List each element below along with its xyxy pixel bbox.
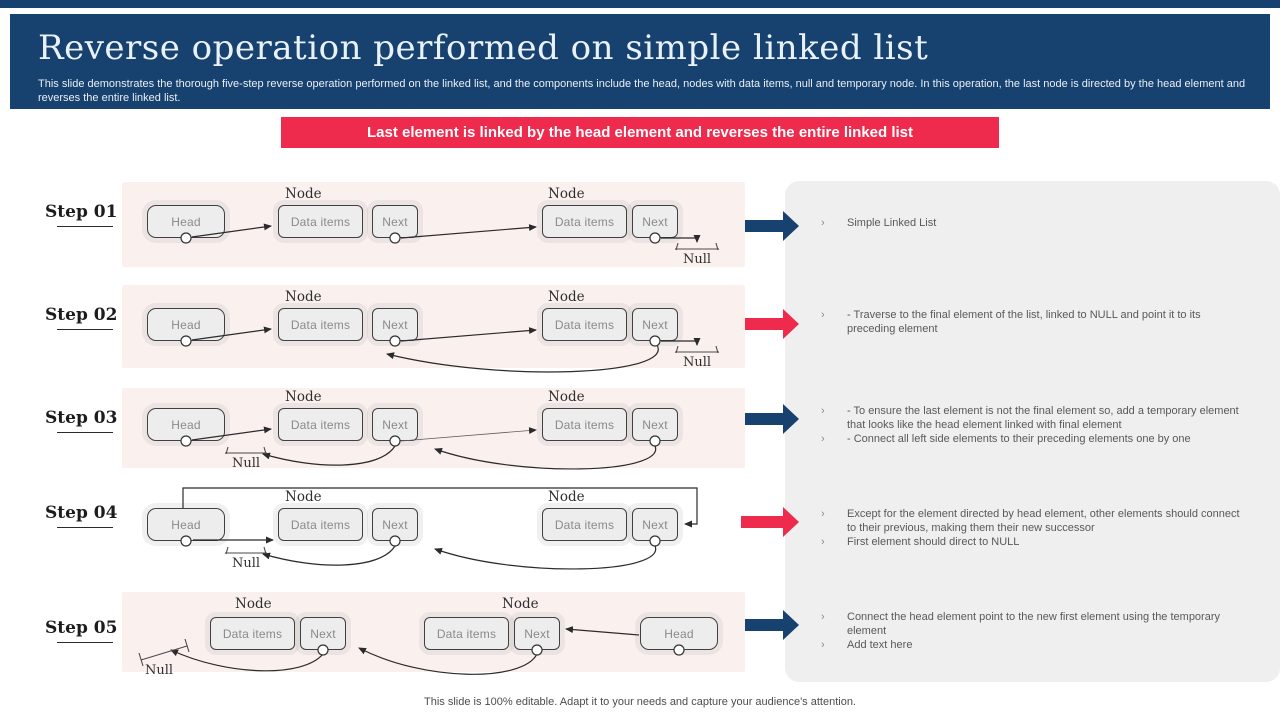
footer-note: This slide is 100% editable. Adapt it to… [424, 696, 856, 708]
slide-subtitle: This slide demonstrates the thorough fiv… [38, 78, 1246, 104]
node-label: Node [502, 596, 539, 612]
data-items-box: Data items [278, 205, 363, 238]
step-label: Step 03 [45, 408, 117, 433]
key-message-banner: Last element is linked by the head eleme… [281, 117, 999, 148]
list-item: › First element should direct to NULL [821, 536, 1249, 550]
head-box: Head [640, 617, 718, 650]
note-text: - To ensure the last element is not the … [847, 405, 1239, 431]
chevron-bullet-icon: › [821, 536, 825, 548]
data-items-box: Data items [278, 508, 363, 541]
top-strip [0, 0, 1280, 8]
next-box: Next [514, 617, 560, 650]
head-box: Head [147, 205, 225, 238]
note-text: - Traverse to the final element of the l… [847, 309, 1201, 335]
step-row-2: Step 02 Node Node Head Data items Next D… [45, 278, 745, 388]
note-step-5: › Connect the head element point to the … [821, 611, 1249, 653]
head-box: Head [147, 308, 225, 341]
block-arrow-step-3 [741, 404, 799, 434]
data-items-box: Data items [542, 308, 627, 341]
head-box: Head [147, 508, 225, 541]
data-items-box: Data items [542, 408, 627, 441]
chevron-bullet-icon: › [821, 639, 825, 651]
note-text: Add text here [847, 639, 913, 651]
note-step-4: › Except for the element directed by hea… [821, 508, 1249, 550]
data-items-box: Data items [278, 408, 363, 441]
chevron-bullet-icon: › [821, 433, 825, 445]
list-item: › - Traverse to the final element of the… [821, 309, 1249, 336]
list-item: › - To ensure the last element is not th… [821, 405, 1249, 432]
node-label: Node [285, 186, 322, 202]
header-banner: Reverse operation performed on simple li… [10, 14, 1270, 109]
next-box: Next [372, 408, 418, 441]
list-item: › Connect the head element point to the … [821, 611, 1249, 638]
note-text: Simple Linked List [847, 217, 937, 229]
data-items-box: Data items [210, 617, 295, 650]
block-arrow-step-2 [741, 309, 799, 339]
list-item: › Simple Linked List [821, 217, 1249, 231]
data-items-box: Data items [278, 308, 363, 341]
note-text: Except for the element directed by head … [847, 508, 1240, 534]
note-step-3: › - To ensure the last element is not th… [821, 405, 1249, 447]
note-text: First element should direct to NULL [847, 536, 1020, 548]
list-item: › Add text here [821, 639, 1249, 653]
block-arrow-step-5 [741, 610, 799, 640]
data-items-box: Data items [424, 617, 509, 650]
step-label: Step 01 [45, 202, 117, 227]
node-label: Node [548, 186, 585, 202]
node-label: Node [548, 289, 585, 305]
list-item: › - Connect all left side elements to th… [821, 433, 1249, 447]
block-arrow-step-1 [741, 211, 799, 241]
data-items-box: Data items [542, 508, 627, 541]
next-box: Next [632, 308, 678, 341]
next-box: Next [300, 617, 346, 650]
key-message-text: Last element is linked by the head eleme… [366, 124, 914, 141]
step-row-4: Step 04 Node Node Head Data items Next D… [45, 478, 745, 588]
node-label: Node [548, 489, 585, 505]
node-label: Node [548, 389, 585, 405]
null-label: Null [232, 556, 260, 571]
note-step-1: › Simple Linked List [821, 217, 1249, 231]
next-box: Next [632, 205, 678, 238]
step-label: Step 05 [45, 618, 117, 643]
page-title: Reverse operation performed on simple li… [38, 28, 929, 68]
chevron-bullet-icon: › [821, 508, 825, 520]
notes-panel: › Simple Linked List › - Traverse to the… [785, 181, 1280, 682]
step-label: Step 04 [45, 503, 117, 528]
note-text: Connect the head element point to the ne… [847, 611, 1220, 637]
list-item: › Except for the element directed by hea… [821, 508, 1249, 535]
next-box: Next [372, 508, 418, 541]
chevron-bullet-icon: › [821, 309, 825, 321]
step-row-5: Step 05 Node Node Data items Next Data i… [45, 582, 745, 692]
next-box: Next [632, 408, 678, 441]
node-label: Node [285, 289, 322, 305]
data-items-box: Data items [542, 205, 627, 238]
next-box: Next [372, 205, 418, 238]
step-label: Step 02 [45, 305, 117, 330]
chevron-bullet-icon: › [821, 405, 825, 417]
block-arrow-step-4 [741, 507, 799, 537]
head-box: Head [147, 408, 225, 441]
chevron-bullet-icon: › [821, 217, 825, 229]
node-label: Node [285, 389, 322, 405]
next-box: Next [632, 508, 678, 541]
chevron-bullet-icon: › [821, 611, 825, 623]
step-row-3: Step 03 Node Node Head Data items Next D… [45, 378, 745, 488]
node-label: Node [285, 489, 322, 505]
next-box: Next [372, 308, 418, 341]
node-label: Node [235, 596, 272, 612]
step-row-1: Step 01 Node Node Head Data items Next D… [45, 175, 745, 285]
note-text: - Connect all left side elements to thei… [847, 433, 1191, 445]
note-step-2: › - Traverse to the final element of the… [821, 309, 1249, 336]
